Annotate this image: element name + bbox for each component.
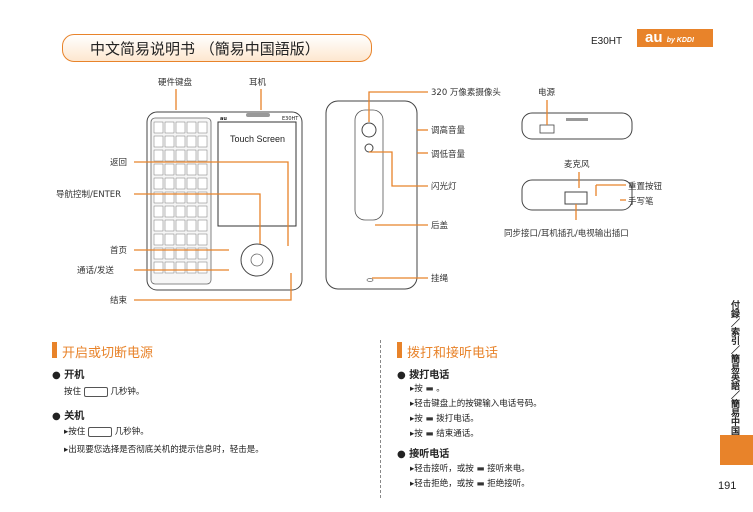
- power-key-shape: [539, 124, 555, 134]
- side-nav-item-appendix: 付録: [729, 300, 739, 318]
- power-key-icon: [88, 426, 112, 437]
- section-tab: [720, 435, 753, 465]
- answer-step2-pre: 轻击拒绝，或按: [414, 479, 474, 489]
- label-keyboard: 硬件键盘: [158, 78, 193, 88]
- section-title-call: 拨打和接听电话: [407, 346, 499, 361]
- page-number: 191: [718, 480, 737, 492]
- heading-power-on-text: 开机: [64, 370, 85, 381]
- make-step2-text: 轻击键盘上的按键输入电话号码。: [414, 399, 542, 409]
- label-strap: 挂绳: [431, 274, 449, 284]
- make-step4: ▸按 ▬ 结束通话。: [410, 429, 479, 439]
- keyboard-keys: [153, 121, 208, 274]
- make-step1-pre: 按: [414, 384, 423, 394]
- device-diagram: [134, 89, 633, 301]
- page-title: 中文简易说明书 （簡易中国語版）: [90, 40, 320, 58]
- earpiece-slot: [246, 113, 270, 117]
- column-divider: [380, 340, 381, 498]
- call-key-icon: ▬: [476, 464, 485, 474]
- power-off-step1: ▸按住 几秒钟。: [64, 426, 149, 437]
- label-camera: 320 万像素摄像头: [431, 88, 501, 98]
- make-step4-post: 结束通话。: [436, 429, 479, 439]
- call-key-icon: ▬: [425, 414, 434, 424]
- side-nav-sep: ／: [729, 318, 739, 327]
- power-off-step2-text: 出现要您选择是否彻底关机的提示信息时，轻击是。: [68, 445, 264, 455]
- logo-by-text: by KDDI: [666, 37, 694, 44]
- screen-text: Touch Screen: [230, 134, 286, 144]
- answer-step1-post: 接听来电。: [487, 464, 530, 474]
- power-key-icon: [83, 386, 108, 397]
- heading-answer-call-text: 接听电话: [409, 449, 450, 460]
- power-off-pre: 按住: [68, 427, 86, 437]
- end-key-icon: ▬: [476, 479, 485, 489]
- label-end: 结束: [110, 296, 128, 306]
- section-bar-call: [397, 342, 402, 358]
- call-key-icon: ▬: [425, 384, 434, 394]
- power-off-post: 几秒钟。: [114, 427, 149, 437]
- flash-lens: [364, 143, 374, 153]
- label-cover: 后盖: [431, 221, 449, 231]
- side-nav-item-index: 索引: [729, 327, 739, 345]
- label-home: 首页: [110, 246, 128, 256]
- power-on-step: 按住 几秒钟。: [64, 385, 144, 397]
- side-leaders: [546, 100, 626, 220]
- label-call: 通话/发送: [77, 266, 114, 276]
- make-step1-post: 。: [436, 384, 445, 394]
- device-brand: au: [220, 116, 227, 122]
- model-label: E30HT: [591, 36, 623, 47]
- side-nav-item-english: 簡易英語: [729, 354, 739, 390]
- label-flash: 闪光灯: [431, 182, 457, 192]
- heading-make-call-text: 拨打电话: [409, 370, 450, 381]
- camera-lens: [361, 122, 377, 138]
- title-frame: [62, 34, 372, 62]
- strap-hole: [366, 278, 374, 282]
- sync-port-shape: [564, 191, 588, 205]
- label-sync: 同步接口/耳机插孔/电视输出插口: [504, 229, 629, 239]
- heading-power-off: ● 关机: [52, 411, 85, 422]
- top-side-view: [521, 112, 633, 140]
- power-off-step2: ▸出现要您选择是否彻底关机的提示信息时，轻击是。: [64, 445, 264, 455]
- answer-step1: ▸轻击接听，或按 ▬ 接听来电。: [410, 464, 530, 474]
- power-on-pre: 按住: [64, 387, 82, 397]
- touch-screen: [217, 121, 297, 227]
- heading-power-on: ● 开机: [52, 370, 85, 381]
- heading-make-call: ● 拨打电话: [397, 370, 450, 381]
- au-logo: au by KDDI: [637, 29, 713, 47]
- heading-answer-call: ● 接听电话: [397, 449, 450, 460]
- nav-enter: [250, 253, 264, 267]
- section-bar-power: [52, 342, 57, 358]
- label-back: 返回: [110, 158, 128, 168]
- device-model: E30HT: [282, 116, 299, 122]
- answer-step2: ▸轻击拒绝，或按 ▬ 拒绝接听。: [410, 479, 530, 489]
- make-step1: ▸按 ▬ 。: [410, 384, 445, 394]
- label-reset: 重置按钮: [628, 182, 663, 192]
- answer-step1-pre: 轻击接听，或按: [414, 464, 474, 474]
- heading-power-off-text: 关机: [64, 411, 85, 422]
- logo-text: au: [645, 29, 663, 46]
- front-leaders: [134, 89, 292, 301]
- label-stylus: 手写笔: [628, 197, 654, 207]
- side-nav-item-chinese: 簡易中国語: [729, 399, 739, 444]
- power-on-post: 几秒钟。: [110, 387, 145, 397]
- make-step3: ▸按 ▬ 拨打电话。: [410, 414, 479, 424]
- make-step2: ▸轻击键盘上的按键输入电话号码。: [410, 399, 542, 409]
- answer-step2-post: 拒绝接听。: [487, 479, 530, 489]
- make-step3-pre: 按: [414, 414, 423, 424]
- end-key-icon: ▬: [425, 429, 434, 439]
- make-step4-pre: 按: [414, 429, 423, 439]
- section-title-power: 开启或切断电源: [62, 346, 154, 361]
- label-power: 电源: [538, 88, 556, 98]
- label-nav: 导航控制/ENTER: [56, 190, 122, 200]
- side-nav-sep: ／: [729, 390, 739, 399]
- label-earpiece: 耳机: [249, 78, 267, 88]
- side-nav: 付録／索引／簡易英語／簡易中国語: [727, 300, 741, 444]
- make-step3-post: 拨打电话。: [436, 414, 479, 424]
- label-vol-up: 调高音量: [431, 126, 466, 136]
- label-mic: 麦克风: [564, 160, 590, 170]
- side-nav-sep: ／: [729, 345, 739, 354]
- label-vol-down: 调低音量: [431, 150, 466, 160]
- back-leaders: [368, 91, 428, 279]
- top-slot: [566, 118, 588, 121]
